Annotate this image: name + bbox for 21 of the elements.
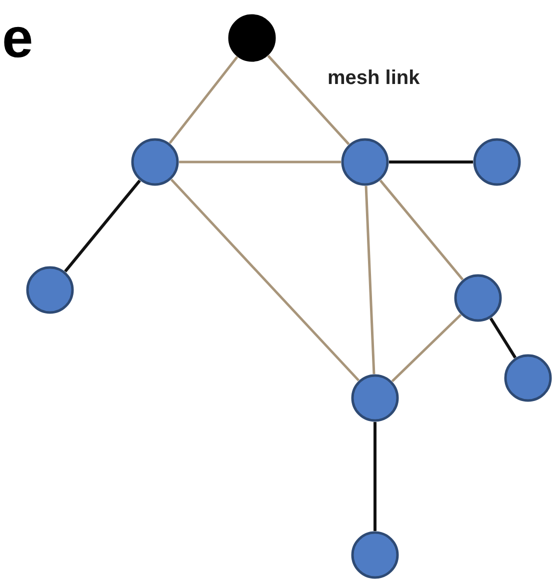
mesh-link-line xyxy=(267,54,350,146)
link-line xyxy=(489,318,517,358)
root-node-circle xyxy=(228,14,276,62)
node-circle xyxy=(26,266,74,314)
node-circle xyxy=(351,531,399,579)
mesh-link-line xyxy=(170,178,360,382)
cut-off-letter: e xyxy=(2,10,34,66)
link-line xyxy=(64,180,141,272)
mesh-link-line xyxy=(391,314,462,382)
mesh-link-line xyxy=(179,160,341,164)
node-circle xyxy=(473,138,521,186)
link-line xyxy=(374,422,376,531)
mesh-link-line xyxy=(364,186,376,374)
node-circle xyxy=(341,138,389,186)
node-circle xyxy=(504,354,552,402)
node-circle xyxy=(131,138,179,186)
mesh-link-line xyxy=(379,180,464,280)
mesh-link-line xyxy=(168,56,238,144)
node-circle xyxy=(454,274,502,322)
node-circle xyxy=(351,374,399,422)
link-line xyxy=(389,160,473,164)
